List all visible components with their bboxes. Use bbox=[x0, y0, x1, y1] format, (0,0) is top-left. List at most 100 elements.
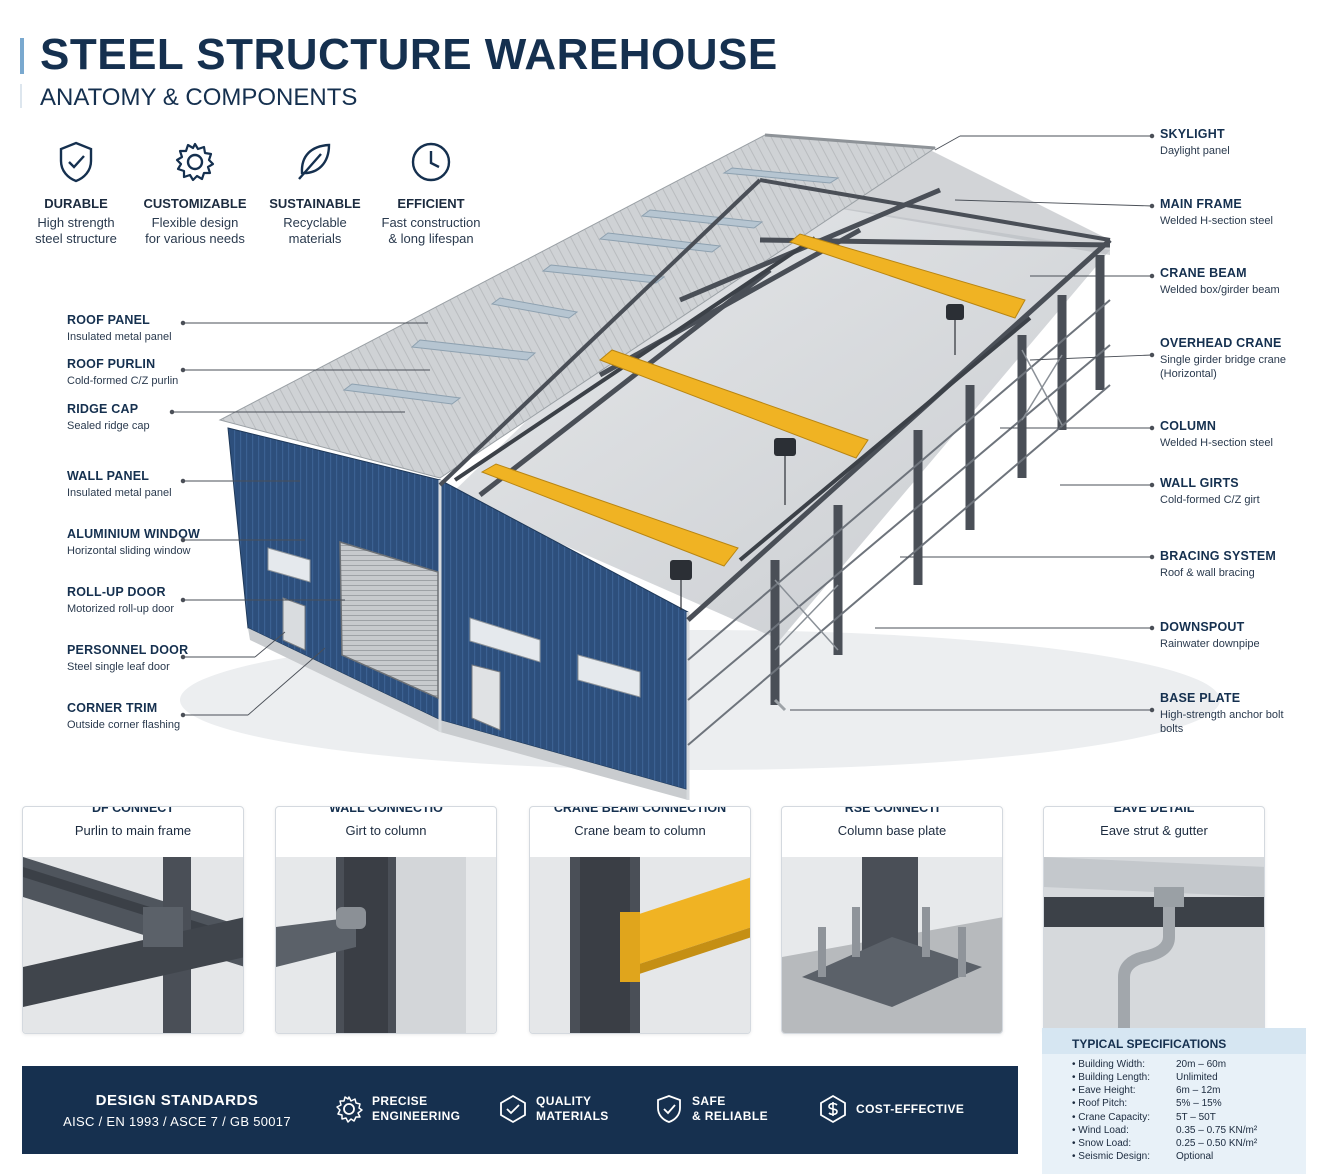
wall-base-strip bbox=[248, 628, 688, 800]
callout-title: CORNER TRIM bbox=[67, 701, 158, 715]
standards-title: DESIGN STANDARDS bbox=[95, 1092, 259, 1109]
detail-wall-connection-image bbox=[276, 857, 496, 1033]
callout-desc: Cold-formed C/Z purlin bbox=[67, 375, 179, 387]
callout-desc: Roof & wall bracing bbox=[1160, 567, 1255, 579]
callout-wall-girts: WALL GIRTS Cold-formed C/Z girt bbox=[1160, 476, 1330, 507]
leader-lines-right bbox=[790, 133, 1155, 713]
callout-desc: Cold-formed C/Z girt bbox=[1160, 494, 1260, 506]
feature-durable: DURABLE High strength steel structure bbox=[11, 140, 141, 247]
callout-title: ROLL-UP DOOR bbox=[67, 585, 166, 599]
roll-up-door bbox=[339, 540, 439, 700]
detail-title: WALL CONNECTIO bbox=[323, 807, 449, 815]
callout-wall-panel: WALL PANEL Insulated metal panel bbox=[67, 469, 267, 500]
callout-ridge-cap: RIDGE CAP Sealed ridge cap bbox=[67, 402, 267, 433]
title-accent-bar bbox=[20, 38, 24, 74]
callout-desc: Single girder bridge crane (Horizontal) bbox=[1160, 354, 1286, 380]
callout-crane-beam: CRANE BEAM Welded box/girder beam bbox=[1160, 266, 1330, 297]
callout-desc: Outside corner flashing bbox=[67, 719, 181, 731]
money-icon bbox=[820, 1094, 846, 1124]
callout-column: COLUMN Welded H-section steel bbox=[1160, 419, 1330, 450]
callout-personnel-door: PERSONNEL DOOR Steel single leaf door bbox=[67, 643, 267, 674]
feature-title: SUSTAINABLE bbox=[269, 196, 361, 211]
detail-title: CRANE BEAM CONNECTION bbox=[547, 807, 733, 815]
shield-check-icon bbox=[657, 1095, 681, 1123]
spec-key: • Roof Pitch: bbox=[1072, 1098, 1128, 1109]
callout-desc: High-strength anchor bolt bolts bbox=[1160, 709, 1284, 735]
detail-desc: Column base plate bbox=[837, 823, 947, 838]
warehouse-illustration bbox=[169, 133, 1220, 800]
detail-wall-connection: WALL CONNECTIO Girt to column bbox=[275, 806, 497, 1034]
callout-overhead-crane: OVERHEAD CRANE Single girder bridge cran… bbox=[1160, 336, 1330, 381]
feature-sustainable: SUSTAINABLE Recyclable materials bbox=[250, 140, 380, 247]
callout-title: CRANE BEAM bbox=[1160, 266, 1247, 280]
detail-crane-beam-connection: CRANE BEAM CONNECTION Crane beam to colu… bbox=[529, 806, 751, 1034]
detail-eave-image bbox=[1044, 857, 1264, 1033]
bracing-system bbox=[774, 349, 1063, 651]
callout-title: ROOF PURLIN bbox=[67, 357, 156, 371]
feature-title: DURABLE bbox=[44, 196, 108, 211]
callout-desc: Welded H-section steel bbox=[1160, 215, 1273, 227]
badge-label: QUALITY MATERIALS bbox=[536, 1094, 609, 1123]
detail-desc: Crane beam to column bbox=[574, 823, 706, 838]
badge-precise-engineering: PRECISE ENGINEERING bbox=[334, 1094, 460, 1124]
detail-eave: EAVE DETAIL Eave strut & gutter bbox=[1043, 806, 1265, 1034]
callout-roof-purlin: ROOF PURLIN Cold-formed C/Z purlin bbox=[67, 357, 267, 388]
spec-value: Optional bbox=[1176, 1151, 1214, 1162]
callout-roll-up-door: ROLL-UP DOOR Motorized roll-up door bbox=[67, 585, 267, 616]
detail-base-connection: RSE CONNECTI Column base plate bbox=[781, 806, 1003, 1034]
badge-label: COST-EFFECTIVE bbox=[856, 1101, 965, 1116]
callout-desc: Welded box/girder beam bbox=[1160, 284, 1280, 296]
callout-downspout: DOWNSPOUT Rainwater downpipe bbox=[1160, 620, 1330, 651]
callout-title: MAIN FRAME bbox=[1160, 197, 1242, 211]
callout-title: PERSONNEL DOOR bbox=[67, 643, 189, 657]
detail-title: EAVE DETAIL bbox=[1107, 807, 1201, 815]
callout-title: RIDGE CAP bbox=[67, 402, 139, 416]
design-standards-bar: DESIGN STANDARDS AISC / EN 1993 / ASCE 7… bbox=[22, 1066, 1018, 1154]
callout-title: SKYLIGHT bbox=[1160, 127, 1225, 141]
downspout bbox=[773, 698, 787, 712]
spec-value: 5% – 15% bbox=[1176, 1098, 1222, 1109]
callout-title: ALUMINIUM WINDOW bbox=[67, 527, 201, 541]
badge-safe-reliable: SAFE & RELIABLE bbox=[654, 1094, 768, 1124]
feature-desc: Recyclable materials bbox=[283, 215, 347, 246]
callout-desc: Daylight panel bbox=[1160, 145, 1230, 157]
callout-desc: Steel single leaf door bbox=[67, 661, 170, 673]
feature-customizable: CUSTOMIZABLE Flexible design for various… bbox=[130, 140, 260, 247]
detail-roof-connection: DF CONNECT Purlin to main frame bbox=[22, 806, 244, 1034]
feature-desc: Fast construction & long lifespan bbox=[381, 215, 481, 246]
shield-check-icon bbox=[59, 141, 93, 183]
spec-value: 6m – 12m bbox=[1176, 1085, 1221, 1096]
feature-efficient: EFFICIENT Fast construction & long lifes… bbox=[366, 140, 496, 247]
detail-desc: Girt to column bbox=[345, 823, 427, 838]
callout-roof-panel: ROOF PANEL Insulated metal panel bbox=[67, 313, 267, 344]
quality-icon bbox=[500, 1094, 526, 1124]
typical-specifications: TYPICAL SPECIFICATIONS • Building Width:… bbox=[1042, 1028, 1306, 1174]
spec-value: Unlimited bbox=[1176, 1072, 1218, 1083]
skylight-panels bbox=[342, 167, 840, 405]
spec-key: • Building Width: bbox=[1072, 1059, 1145, 1070]
callout-base-plate: BASE PLATE High-strength anchor bolt bol… bbox=[1160, 691, 1330, 736]
callout-title: BRACING SYSTEM bbox=[1160, 549, 1277, 563]
specs-header bbox=[1042, 1028, 1306, 1054]
badge-label: PRECISE ENGINEERING bbox=[372, 1094, 461, 1123]
spec-key: • Wind Load: bbox=[1072, 1125, 1129, 1136]
spec-key: • Eave Height: bbox=[1072, 1085, 1136, 1096]
personnel-door bbox=[282, 597, 306, 651]
hoist-hooks bbox=[680, 320, 956, 610]
badge-label: SAFE & RELIABLE bbox=[692, 1094, 768, 1123]
leaf-icon bbox=[298, 143, 331, 180]
callout-desc: Insulated metal panel bbox=[67, 487, 172, 499]
page-subtitle: ANATOMY & COMPONENTS bbox=[40, 84, 358, 111]
leader-lines-left bbox=[169, 320, 430, 718]
callout-title: WALL PANEL bbox=[67, 469, 150, 483]
callout-title: DOWNSPOUT bbox=[1160, 620, 1245, 634]
detail-title: DF CONNECT bbox=[86, 807, 180, 815]
feature-title: CUSTOMIZABLE bbox=[143, 196, 247, 211]
callout-title: BASE PLATE bbox=[1160, 691, 1241, 705]
detail-base-connection-image bbox=[782, 857, 1002, 1033]
ridge-cap bbox=[764, 133, 936, 150]
spec-value: 20m – 60m bbox=[1176, 1059, 1227, 1070]
callout-title: OVERHEAD CRANE bbox=[1160, 336, 1282, 350]
spec-value: 0.25 – 0.50 KN/m² bbox=[1176, 1138, 1258, 1149]
badge-quality-materials: QUALITY MATERIALS bbox=[498, 1094, 609, 1124]
